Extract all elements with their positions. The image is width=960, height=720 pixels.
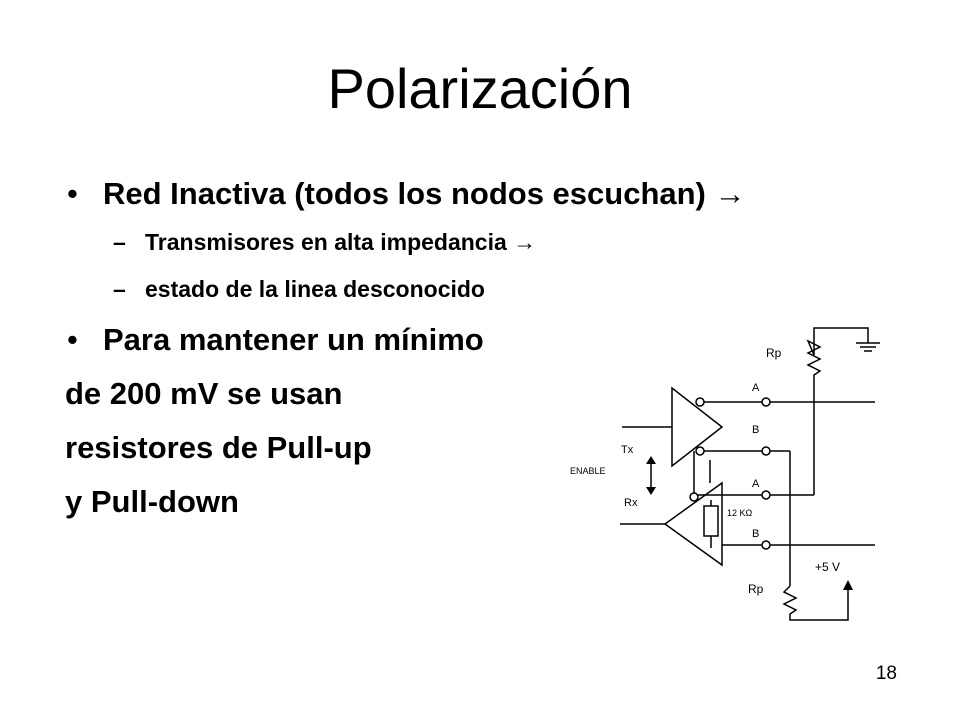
subbullet-text: estado de la linea desconocido xyxy=(145,276,485,302)
enable-label: ENABLE xyxy=(570,466,606,476)
rp-top-resistor xyxy=(806,339,822,382)
body-line: y Pull-down xyxy=(65,484,239,519)
slide-title: Polarización xyxy=(327,57,633,120)
terminal-b-top xyxy=(761,446,771,456)
tx-label: Tx xyxy=(621,444,634,456)
subbullet-text: Transmisores en alta impedancia → xyxy=(145,229,537,255)
ground-icon xyxy=(856,342,880,352)
enable-arrow-up-icon xyxy=(646,456,656,464)
terminal-a-top xyxy=(761,397,771,407)
rp-bottom-resistor xyxy=(782,585,849,621)
rp-bottom-label: Rp xyxy=(748,582,764,596)
rp-top-label: Rp xyxy=(766,346,782,360)
body-line: de 200 mV se usan xyxy=(65,376,343,411)
tx-output-bubble xyxy=(695,446,705,456)
a-top-label: A xyxy=(752,382,760,394)
enable-arrow-down-icon xyxy=(646,487,656,495)
dash-marker: – xyxy=(113,276,126,302)
page-number: 18 xyxy=(875,663,897,684)
body-line: resistores de Pull-up xyxy=(65,430,372,465)
bullet-marker: • xyxy=(67,322,78,357)
resistor-12k xyxy=(703,505,719,537)
supply-label: +5 V xyxy=(815,560,840,574)
supply-arrow-up-icon xyxy=(843,580,853,590)
rx-input-bubble xyxy=(689,492,699,502)
bullet-text: Red Inactiva (todos los nodos escuchan) … xyxy=(103,176,746,211)
a-bottom-label: A xyxy=(752,478,760,490)
resistor-12k-label: 12 KΩ xyxy=(727,508,753,518)
dash-marker: – xyxy=(113,229,126,255)
ground-wire xyxy=(813,327,869,355)
terminal-b-bottom xyxy=(761,540,771,550)
terminal-a-bottom xyxy=(761,490,771,500)
b-bottom-label: B xyxy=(752,528,759,540)
bullet-marker: • xyxy=(67,176,78,211)
tx-output-bubble xyxy=(695,397,705,407)
rx-label: Rx xyxy=(624,497,638,509)
arrow-right-icon: → xyxy=(714,176,746,211)
b-top-label: B xyxy=(752,424,759,436)
rx-receiver-triangle xyxy=(663,481,723,567)
arrow-right-icon: → xyxy=(513,229,537,255)
bullet-text: Para mantener un mínimo xyxy=(103,322,484,357)
